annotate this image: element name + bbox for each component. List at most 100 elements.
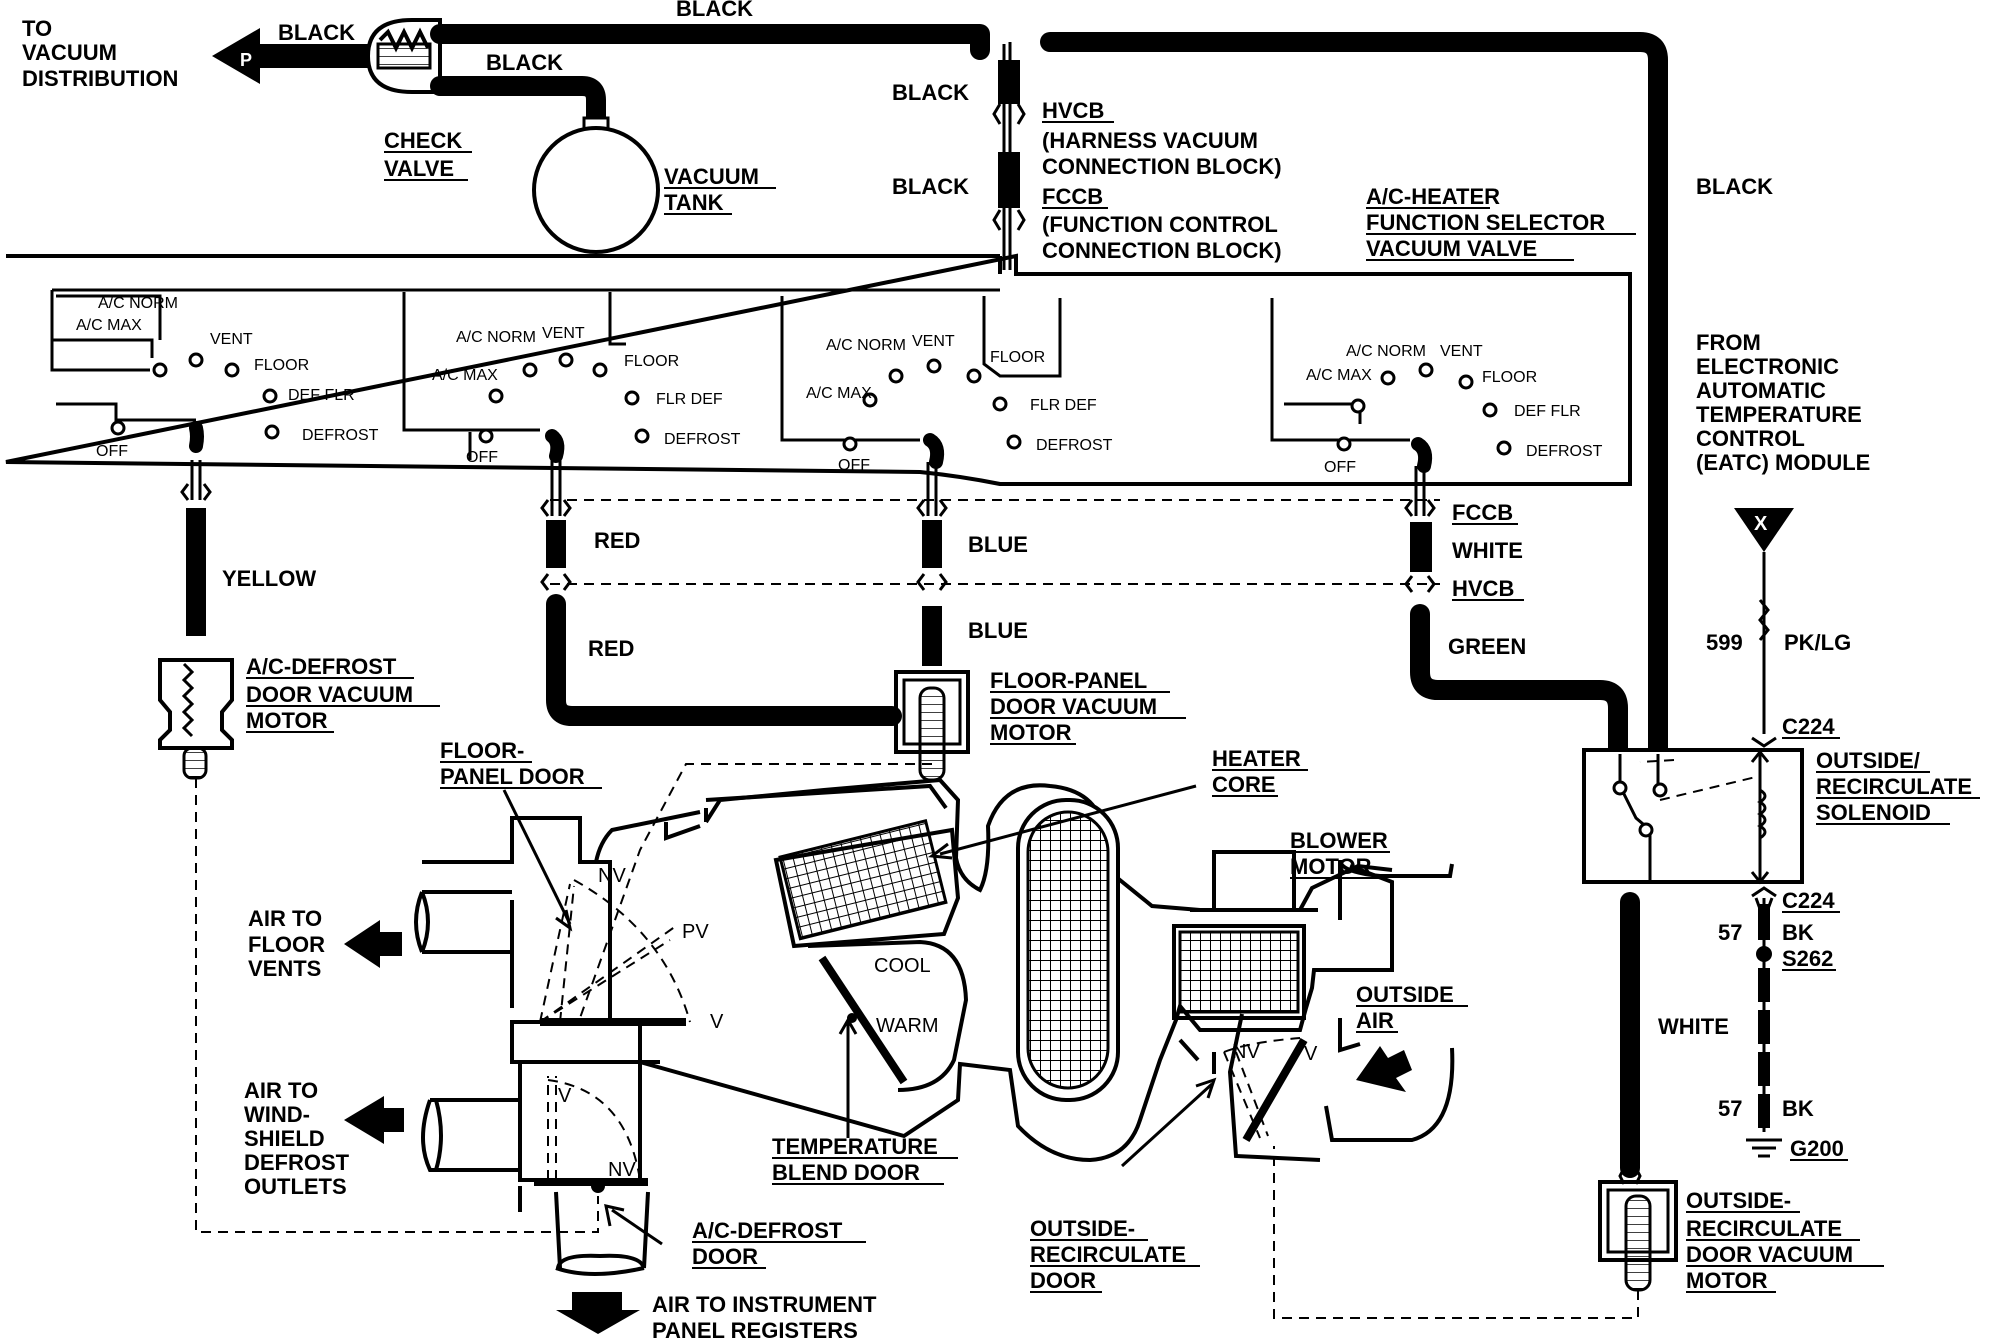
selector-floor: FLOOR xyxy=(624,353,679,370)
heater-core-label: HEATER xyxy=(1212,746,1301,771)
selector-section-4: A/C NORM A/C MAX VENT FLOOR DEF FLR DEFR… xyxy=(1270,298,1603,476)
selector-flr-def: FLR DEF xyxy=(656,391,723,408)
green-label: GREEN xyxy=(1448,634,1526,659)
svg-text:DOOR VACUUM: DOOR VACUUM xyxy=(990,694,1157,719)
selector-defrost: DEFROST xyxy=(1526,443,1603,460)
hose-black-right xyxy=(1040,32,1668,740)
svg-text:(EATC) MODULE: (EATC) MODULE xyxy=(1696,450,1870,475)
hvcb-label: HVCB xyxy=(1042,98,1104,123)
svg-text:CORE: CORE xyxy=(1212,772,1276,797)
svg-text:(FUNCTION CONTROL: (FUNCTION CONTROL xyxy=(1042,212,1278,237)
blower-motor-label: BLOWER xyxy=(1290,828,1388,853)
air-flow-arrows xyxy=(344,920,1412,1334)
fccb-label: FCCB xyxy=(1042,184,1103,209)
selector-section-1: A/C NORM A/C MAX VENT FLOOR DEF FLR DEFR… xyxy=(50,288,1000,460)
selector-defrost: DEFROST xyxy=(1036,437,1113,454)
selector-section-3: A/C NORM A/C MAX VENT FLOOR FLR DEF DEFR… xyxy=(780,296,1113,474)
svg-text:(HARNESS VACUUM: (HARNESS VACUUM xyxy=(1042,128,1258,153)
svg-text:DEFROST: DEFROST xyxy=(244,1150,350,1175)
selector-def-flr: DEF FLR xyxy=(288,387,355,404)
selector-vent: VENT xyxy=(210,331,253,348)
temperature-blend-label: TEMPERATURE xyxy=(772,1134,938,1159)
wire-pklg: PK/LG xyxy=(1784,630,1851,655)
air-floor-label: AIR TO xyxy=(248,906,322,931)
hose-yellow xyxy=(186,508,206,636)
to-vacuum-label: TO xyxy=(22,16,52,41)
vacuum-tank xyxy=(532,116,660,254)
white-label: WHITE xyxy=(1452,538,1523,563)
air-floor-arrow xyxy=(344,920,402,968)
selector-output-hoses xyxy=(180,460,1628,742)
connector-white xyxy=(1410,522,1432,572)
black-label: BLACK xyxy=(278,20,355,45)
svg-text:MOTOR: MOTOR xyxy=(246,708,328,733)
recirculate-door-motor xyxy=(1598,892,1678,1292)
selector-flr-def: FLR DEF xyxy=(1030,397,1097,414)
svg-text:DOOR: DOOR xyxy=(1030,1268,1096,1293)
svg-text:VALVE: VALVE xyxy=(384,156,454,181)
selector-valve-label: A/C-HEATER xyxy=(1366,184,1500,209)
warm-label: WARM xyxy=(876,1015,939,1037)
door-linkages xyxy=(195,759,1675,1319)
eatc-label: FROM xyxy=(1696,330,1761,355)
v-label: V xyxy=(710,1011,724,1033)
hose-green xyxy=(1410,604,1628,742)
recirc-motor-label: OUTSIDE- xyxy=(1686,1188,1791,1213)
blue-label: BLUE xyxy=(968,532,1028,557)
svg-text:MOTOR: MOTOR xyxy=(990,720,1072,745)
svg-text:TANK: TANK xyxy=(664,190,724,215)
wire-57: 57 xyxy=(1718,1096,1742,1121)
hose-black-tank xyxy=(430,76,606,128)
svg-text:RECIRCULATE: RECIRCULATE xyxy=(1686,1216,1842,1241)
function-selector-valve xyxy=(5,253,1632,486)
x-marker: X xyxy=(1754,513,1768,535)
black-label: BLACK xyxy=(892,80,969,105)
selector-defrost: DEFROST xyxy=(302,427,379,444)
red-label: RED xyxy=(594,528,640,553)
check-valve xyxy=(365,18,442,94)
top-labels: TO VACUUM DISTRIBUTION BLACK BLACK BLACK… xyxy=(22,0,1870,475)
selector-ac-norm: A/C NORM xyxy=(826,337,906,354)
air-windshield-arrow xyxy=(344,1096,404,1144)
x-connector xyxy=(1734,508,1794,552)
svg-text:FUNCTION SELECTOR: FUNCTION SELECTOR xyxy=(1366,210,1605,235)
yellow-label: YELLOW xyxy=(222,566,316,591)
connector-red xyxy=(546,520,566,568)
svg-text:FLOOR: FLOOR xyxy=(248,932,325,957)
connector-blue-lower xyxy=(922,606,942,666)
selector-section-2: A/C NORM A/C MAX VENT FLOOR FLR DEF DEFR… xyxy=(402,292,741,466)
wire-599: 599 xyxy=(1706,630,1743,655)
ac-defrost-door-label: A/C-DEFROST xyxy=(692,1218,843,1243)
floor-panel-door-label: FLOOR- xyxy=(440,738,524,763)
svg-text:SOLENOID: SOLENOID xyxy=(1816,800,1931,825)
ac-defrost-door xyxy=(534,1076,648,1193)
selector-floor: FLOOR xyxy=(254,357,309,374)
black-label: BLACK xyxy=(1696,174,1773,199)
hose-color-labels: YELLOW RED RED BLUE BLUE FCCB WHITE HVCB… xyxy=(222,500,1526,661)
svg-text:WIND-: WIND- xyxy=(244,1102,310,1127)
hose-red xyxy=(546,594,902,726)
outside-air-label: OUTSIDE xyxy=(1356,982,1454,1007)
black-label: BLACK xyxy=(486,50,563,75)
svg-text:SHIELD: SHIELD xyxy=(244,1126,325,1151)
air-panel-arrow xyxy=(556,1292,640,1334)
nv-label: NV xyxy=(598,865,626,887)
c224-top: C224 xyxy=(1782,714,1835,739)
to-vacuum-distribution-arrow: P xyxy=(212,28,380,84)
nv-label: NV xyxy=(1232,1041,1260,1063)
wire-57: 57 xyxy=(1718,920,1742,945)
air-windshield-label: AIR TO xyxy=(244,1078,318,1103)
vacuum-supply: P xyxy=(212,18,1668,740)
selector-ac-max: A/C MAX xyxy=(76,317,142,334)
svg-text:PANEL DOOR: PANEL DOOR xyxy=(440,764,585,789)
wiring-labels: 599 PK/LG C224 OUTSIDE/ RECIRCULATE SOLE… xyxy=(1658,630,1980,1161)
svg-text:VACUUM VALVE: VACUUM VALVE xyxy=(1366,236,1537,261)
recirc-door-label: OUTSIDE- xyxy=(1030,1216,1135,1241)
svg-text:CONNECTION BLOCK): CONNECTION BLOCK) xyxy=(1042,238,1282,263)
outside-air-arrow xyxy=(1356,1046,1412,1092)
svg-text:BLEND DOOR: BLEND DOOR xyxy=(772,1160,920,1185)
svg-text:CONTROL: CONTROL xyxy=(1696,426,1805,451)
svg-text:VACUUM: VACUUM xyxy=(22,40,117,65)
selector-vent: VENT xyxy=(542,325,585,342)
